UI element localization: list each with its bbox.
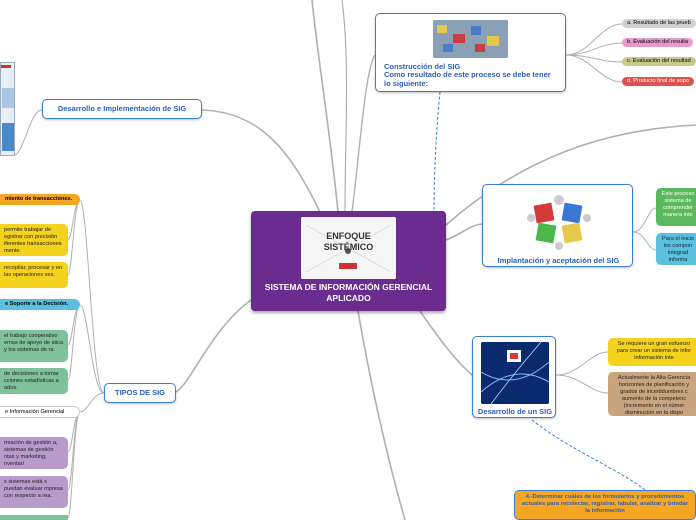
connector-implantacion [445, 223, 483, 241]
construccion-item-c[interactable]: c. Evaluación del resultad [622, 57, 696, 66]
implantacion-item-2[interactable]: Para el inicio los compon integrad infor… [656, 233, 696, 265]
desarrollo-sig-title: Desarrollo de un SIG [477, 407, 553, 416]
construccion-image [433, 20, 508, 58]
tipos-label: TIPOS DE SIG [114, 388, 165, 397]
construccion-node[interactable]: Construcción del SIG Como resultado de e… [375, 13, 566, 92]
tipos-gerencial-title[interactable]: e Información Gerencial [0, 406, 80, 418]
connector-desarrollo-sig [419, 310, 473, 376]
tipos-soporte-item-1[interactable]: el trabajo cooperativo emas de apoyo de … [0, 330, 68, 362]
desarrollo-sig-item-1[interactable]: Se requiere un gran esfuerzo para crear … [608, 338, 696, 366]
construccion-subtitle: Como resultado de este proceso se debe t… [384, 70, 551, 88]
tipos-node[interactable]: TIPOS DE SIG [104, 383, 176, 403]
tipos-transacciones-item-2[interactable]: recopilar, procesar y en las operaciones… [0, 262, 68, 288]
tipos-transacciones-title[interactable]: miento de transacciones. [0, 194, 80, 205]
connector-desarrollo-impl [201, 109, 321, 213]
connector-construccion [351, 54, 376, 213]
desarrollo-sig-item-2[interactable]: Actualmente la Alta Gerencia horizontes … [608, 372, 696, 416]
construccion-item-b[interactable]: b. Evaluación del resulta [622, 38, 693, 47]
tipos-transacciones-item-1[interactable]: permite trabajar de egistrar con precisi… [0, 224, 68, 256]
desarrollo-sig-node[interactable]: Desarrollo de un SIG [472, 336, 556, 418]
central-title: SISTEMA DE INFORMACIÓN GERENCIAL APLICAD… [264, 282, 433, 303]
tipos-gerencial-item-2[interactable]: s sistemas está s puedan evaluar mpresa … [0, 476, 68, 508]
connector-bottom [357, 310, 406, 520]
implantacion-node[interactable]: Implantación y aceptación del SIG [482, 184, 633, 267]
formularios-node[interactable]: 4.-Determinar cuáles de los formularios … [514, 490, 696, 520]
connector-top [311, 0, 339, 213]
central-image: ENFOQUE SISTÉMICO [301, 217, 396, 279]
desarrollo-sig-image [481, 342, 549, 404]
tipos-soporte-title[interactable]: e Soporte a la Decisión. [0, 299, 80, 310]
implantacion-item-1[interactable]: Este proceso sistema de comprender maner… [656, 188, 696, 226]
central-node[interactable]: ENFOQUE SISTÉMICO SISTEMA DE INFORMACIÓN… [251, 211, 446, 311]
puzzle-people-icon [527, 195, 591, 250]
implantacion-title: Implantación y aceptación del SIG [497, 256, 620, 265]
construccion-title: Construcción del SIG [384, 62, 461, 71]
connector-far-right [445, 124, 696, 226]
tipos-gerencial-item-1[interactable]: rmación de gestión a, sistemas de gestió… [0, 437, 68, 469]
construccion-item-d[interactable]: d. Producto final de sopo [622, 77, 694, 86]
central-image-title: ENFOQUE SISTÉMICO [323, 231, 374, 252]
partial-document-image [0, 62, 15, 156]
construccion-item-a[interactable]: a. Resultado de las prueb [622, 19, 696, 28]
dashed-link-2 [531, 419, 646, 491]
tipos-gerencial-item-3-partial [0, 515, 68, 520]
tipos-soporte-item-2[interactable]: de decisiones a tomar cciones estadístic… [0, 368, 68, 394]
connector-top2 [341, 0, 348, 213]
dashed-link-1 [433, 91, 441, 213]
connector-tipos [175, 299, 252, 393]
desarrollo-implementacion-node[interactable]: Desarrollo e Implementación de SIG [42, 99, 202, 119]
desarrollo-implementacion-label: Desarrollo e Implementación de SIG [57, 104, 187, 113]
